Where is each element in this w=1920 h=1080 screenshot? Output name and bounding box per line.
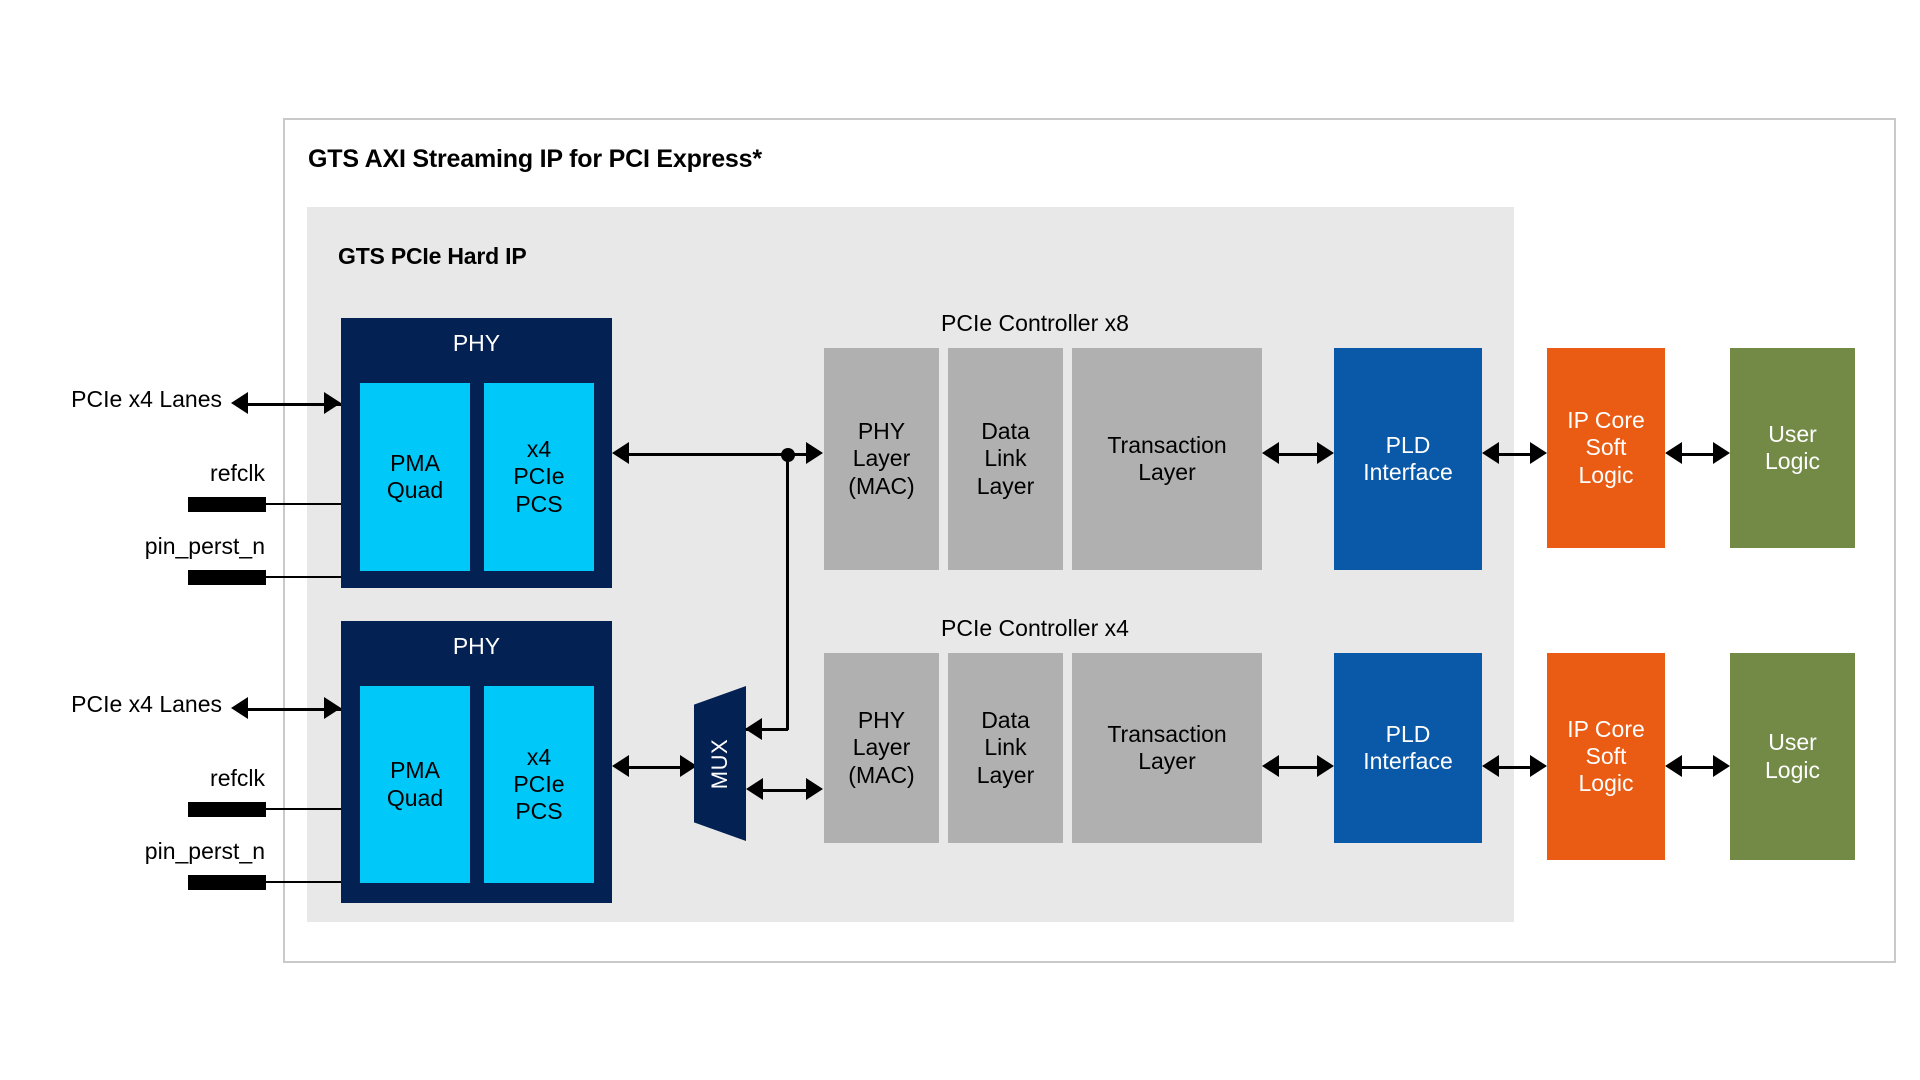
link-soft-logic-to-user-logic-top [1682,453,1720,456]
mux-shape [694,686,746,841]
signal-line-pin-perst-top [266,576,341,578]
controller-x4-phy-layer: PHY Layer (MAC) [824,653,939,843]
branch-line-to-mux [786,455,789,730]
link-soft-logic-to-user-logic-bottom [1682,766,1720,769]
signal-line-pcie-lanes-top [248,403,341,406]
signal-line-refclk-top [266,503,341,505]
mux-label-wrapper: MUX [694,686,746,841]
signal-line-pin-perst-bottom [266,881,341,883]
port-bar-refclk-top [188,497,266,512]
link-arrowhead-left-mux-out [746,778,763,800]
port-bar-pin-perst-top [188,570,266,585]
signal-label-refclk-top: refclk [210,460,265,486]
controller-x4-transaction-layer: Transaction Layer [1072,653,1262,843]
link-controller-x4-to-pld [1279,766,1324,769]
link-arrowhead-left-ctrl-x4-pld [1262,755,1279,777]
pma-quad-bottom: PMA Quad [360,686,470,883]
controller-x8-data-link-layer: Data Link Layer [948,348,1063,570]
controller-x4-caption: PCIe Controller x4 [941,615,1129,641]
link-phy-bottom-to-mux [629,766,687,769]
link-phy-top-to-controller-x8 [629,453,813,456]
signal-label-pcie-lanes-bottom: PCIe x4 Lanes [71,691,222,717]
controller-x4-data-link-layer: Data Link Layer [948,653,1063,843]
signal-line-refclk-bottom [266,808,341,810]
outer-frame-title: GTS AXI Streaming IP for PCI Express* [308,145,762,173]
controller-x8-phy-layer: PHY Layer (MAC) [824,348,939,570]
link-arrowhead-right-pld-soft-top [1530,442,1547,464]
link-arrowhead-right-pld-soft-bottom [1530,755,1547,777]
ip-core-soft-logic-top: IP Core Soft Logic [1547,348,1665,548]
branch-arrowhead-into-mux [745,718,762,740]
signal-line-pcie-lanes-bottom [248,708,341,711]
link-arrowhead-left-ctrl-x8-pld [1262,442,1279,464]
link-arrowhead-right-controller-x4 [806,778,823,800]
link-controller-x8-to-pld [1279,453,1324,456]
link-arrowhead-right-mux-in [680,755,697,777]
link-arrowhead-left-phy-bottom [612,755,629,777]
link-arrowhead-right-soft-user-bottom [1713,755,1730,777]
pcie-pcs-top: x4 PCIe PCS [484,383,594,571]
signal-arrowhead-left-pcie-lanes-bottom [231,697,248,719]
signal-label-refclk-bottom: refclk [210,765,265,791]
pld-interface-bottom: PLD Interface [1334,653,1482,843]
phy-block-top-title: PHY [452,330,501,356]
link-arrowhead-left-pld-soft-bottom [1482,755,1499,777]
hard-ip-panel-title: GTS PCIe Hard IP [338,243,527,269]
link-pld-to-soft-logic-bottom [1499,766,1537,769]
pld-interface-top: PLD Interface [1334,348,1482,570]
signal-label-pin-perst-top: pin_perst_n [144,533,265,559]
link-pld-to-soft-logic-top [1499,453,1537,456]
signal-arrowhead-right-pcie-lanes-top [324,392,341,414]
link-arrowhead-left-phy-top [612,442,629,464]
link-arrowhead-left-soft-user-bottom [1665,755,1682,777]
link-arrowhead-right-ctrl-x8-pld [1317,442,1334,464]
mux-label: MUX [706,738,732,789]
signal-label-pin-perst-bottom: pin_perst_n [144,838,265,864]
link-arrowhead-right-soft-user-top [1713,442,1730,464]
user-logic-bottom: User Logic [1730,653,1855,860]
ip-core-soft-logic-bottom: IP Core Soft Logic [1547,653,1665,860]
port-bar-pin-perst-bottom [188,875,266,890]
pcie-pcs-bottom: x4 PCIe PCS [484,686,594,883]
user-logic-top: User Logic [1730,348,1855,548]
signal-label-pcie-lanes-top: PCIe x4 Lanes [71,386,222,412]
link-arrowhead-left-pld-soft-top [1482,442,1499,464]
link-arrowhead-right-controller-x8 [806,442,823,464]
link-arrowhead-left-soft-user-top [1665,442,1682,464]
pma-quad-top: PMA Quad [360,383,470,571]
link-mux-to-controller-x4 [763,789,813,792]
controller-x8-transaction-layer: Transaction Layer [1072,348,1262,570]
branch-line-into-mux [746,728,788,731]
phy-block-bottom-title: PHY [452,633,501,659]
port-bar-refclk-bottom [188,802,266,817]
signal-arrowhead-right-pcie-lanes-bottom [324,697,341,719]
signal-arrowhead-left-pcie-lanes-top [231,392,248,414]
controller-x8-caption: PCIe Controller x8 [941,310,1129,336]
mux-block: MUX [694,686,746,841]
link-arrowhead-right-ctrl-x4-pld [1317,755,1334,777]
